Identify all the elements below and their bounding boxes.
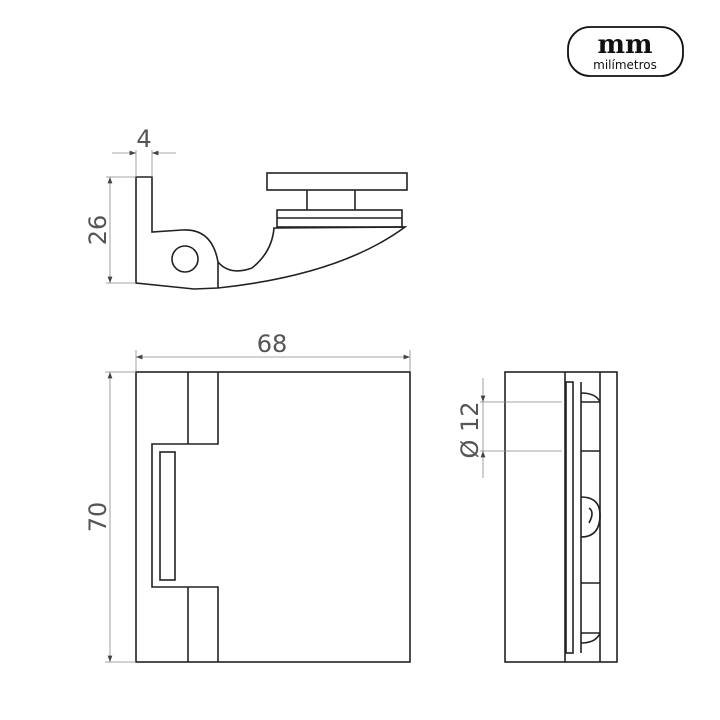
- dim-front-height: 70: [84, 502, 112, 533]
- logo-name: milímetros: [593, 58, 657, 72]
- side-view: Ø 12: [456, 371, 618, 663]
- brand-logo: mm milímetros: [567, 26, 684, 77]
- dim-front-width: 68: [257, 330, 288, 358]
- dim-thickness: 4: [136, 125, 151, 153]
- dim-top-height: 26: [84, 215, 112, 246]
- top-view: 4 26: [84, 125, 408, 290]
- front-view: 68 70: [84, 330, 411, 663]
- dim-diameter: Ø 12: [456, 401, 484, 458]
- logo-mark: mm: [597, 30, 652, 60]
